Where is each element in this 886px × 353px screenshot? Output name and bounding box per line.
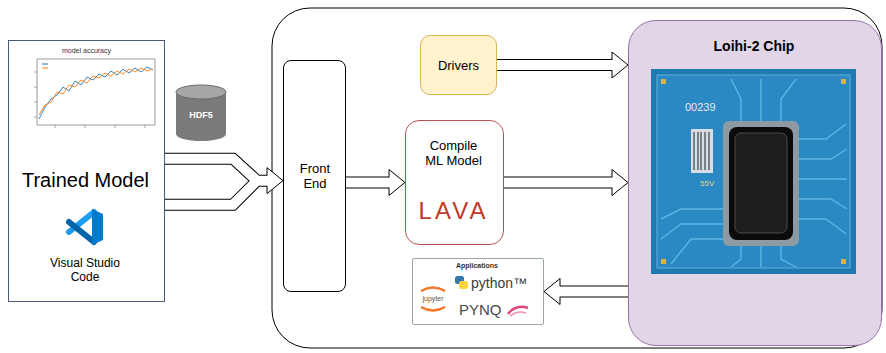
cylinder-top — [176, 85, 226, 99]
applications-box: Applications jupyter python™ PYNQ — [412, 258, 544, 325]
arrow-head — [389, 170, 405, 196]
art-part — [799, 149, 847, 159]
art-part — [708, 132, 709, 170]
accuracy-chart — [15, 47, 160, 135]
arrow-head — [612, 52, 628, 78]
box-label: Front End — [287, 162, 343, 192]
art-part — [34, 117, 37, 118]
compiler-box: Compile ML ModelLAVA — [405, 120, 504, 245]
art-part — [700, 132, 701, 170]
art-part — [760, 79, 761, 121]
art-part — [85, 125, 86, 128]
arrow-head — [612, 170, 628, 196]
panel-title: Trained Model — [9, 169, 162, 192]
block-arrow — [544, 279, 628, 305]
block-arrow — [165, 159, 283, 205]
chip-substrate — [651, 69, 856, 274]
box-heading: Applications — [413, 262, 541, 270]
box-label: Drivers — [423, 59, 494, 74]
art-part — [760, 246, 761, 267]
val-curve — [39, 68, 153, 115]
art-part — [55, 125, 56, 128]
art-part — [781, 79, 796, 121]
art-part — [661, 224, 723, 239]
die-highlight — [735, 133, 787, 233]
chart-title: model accuracy — [14, 47, 159, 55]
arrow-fill — [346, 178, 391, 188]
art-part — [799, 178, 847, 179]
arrow-head — [267, 168, 283, 194]
jupyter-arc — [421, 307, 445, 311]
vscode-ribbon — [69, 222, 94, 242]
driver-box: Drivers — [420, 35, 497, 95]
art-part — [34, 87, 37, 88]
tool-name: Visual Studio Code — [35, 257, 135, 285]
arrow-fill — [497, 60, 614, 70]
die — [729, 127, 793, 240]
chip-marking: 00239 — [685, 101, 716, 114]
art-part — [799, 219, 846, 234]
pynq-logo — [506, 302, 530, 318]
model-panel: Trained ModelVisual Studio Code — [8, 40, 165, 302]
art-part — [697, 132, 698, 170]
panel-title: Loihi-2 Chip — [629, 38, 879, 54]
logo-text: jupyter — [417, 295, 449, 303]
python-logo — [454, 275, 469, 290]
barcode — [691, 129, 713, 173]
art-part — [34, 102, 37, 103]
art-part — [34, 72, 37, 73]
chip-panel: Loihi-2 Chip — [628, 20, 882, 346]
art-part — [731, 246, 741, 267]
chip-marking: 55V — [700, 179, 714, 188]
box-label: Compile ML Model — [421, 139, 486, 169]
chip-pads — [661, 79, 846, 264]
art-part — [799, 199, 847, 209]
art-part — [661, 209, 723, 219]
database-cylinder: HDF5 — [175, 84, 230, 142]
arrow-fill — [165, 159, 269, 205]
art-part — [115, 125, 116, 128]
art-part — [704, 132, 705, 170]
process-box: Front End — [283, 60, 346, 292]
arrow-fill — [559, 287, 629, 297]
chip-traces — [661, 79, 847, 267]
chip-illustration — [651, 69, 856, 274]
legend-swatch — [42, 64, 48, 65]
plot-frame — [37, 59, 155, 125]
barcode-lines — [694, 132, 709, 170]
jupyter-arc — [421, 288, 445, 292]
block-arrow — [346, 170, 405, 196]
framework-logo: LAVA — [406, 197, 501, 225]
die-rim — [723, 121, 799, 246]
logo-text: python™ — [471, 275, 537, 291]
vscode-panel — [92, 209, 103, 245]
arrow-fill — [504, 178, 614, 188]
database-name: HDF5 — [175, 110, 227, 120]
vscode-icon — [65, 207, 105, 247]
art-part — [693, 132, 694, 170]
pynq-swoosh — [510, 312, 526, 316]
art-part — [841, 259, 846, 264]
art-part — [799, 124, 846, 139]
art-part — [841, 79, 846, 84]
art-part — [731, 79, 741, 121]
block-arrow — [504, 170, 628, 196]
python-snake-yellow — [459, 281, 468, 289]
train-curve — [39, 67, 153, 119]
art-part — [661, 79, 666, 84]
art-part — [781, 246, 796, 267]
chip-inner — [657, 75, 850, 268]
art-part — [145, 125, 146, 128]
legend-swatch — [42, 68, 48, 69]
system-boundary — [272, 8, 882, 348]
block-arrow — [497, 52, 628, 78]
arrow-head — [544, 279, 560, 305]
art-part — [671, 239, 723, 264]
art-part — [661, 259, 666, 264]
logo-text: PYNQ — [459, 301, 505, 318]
